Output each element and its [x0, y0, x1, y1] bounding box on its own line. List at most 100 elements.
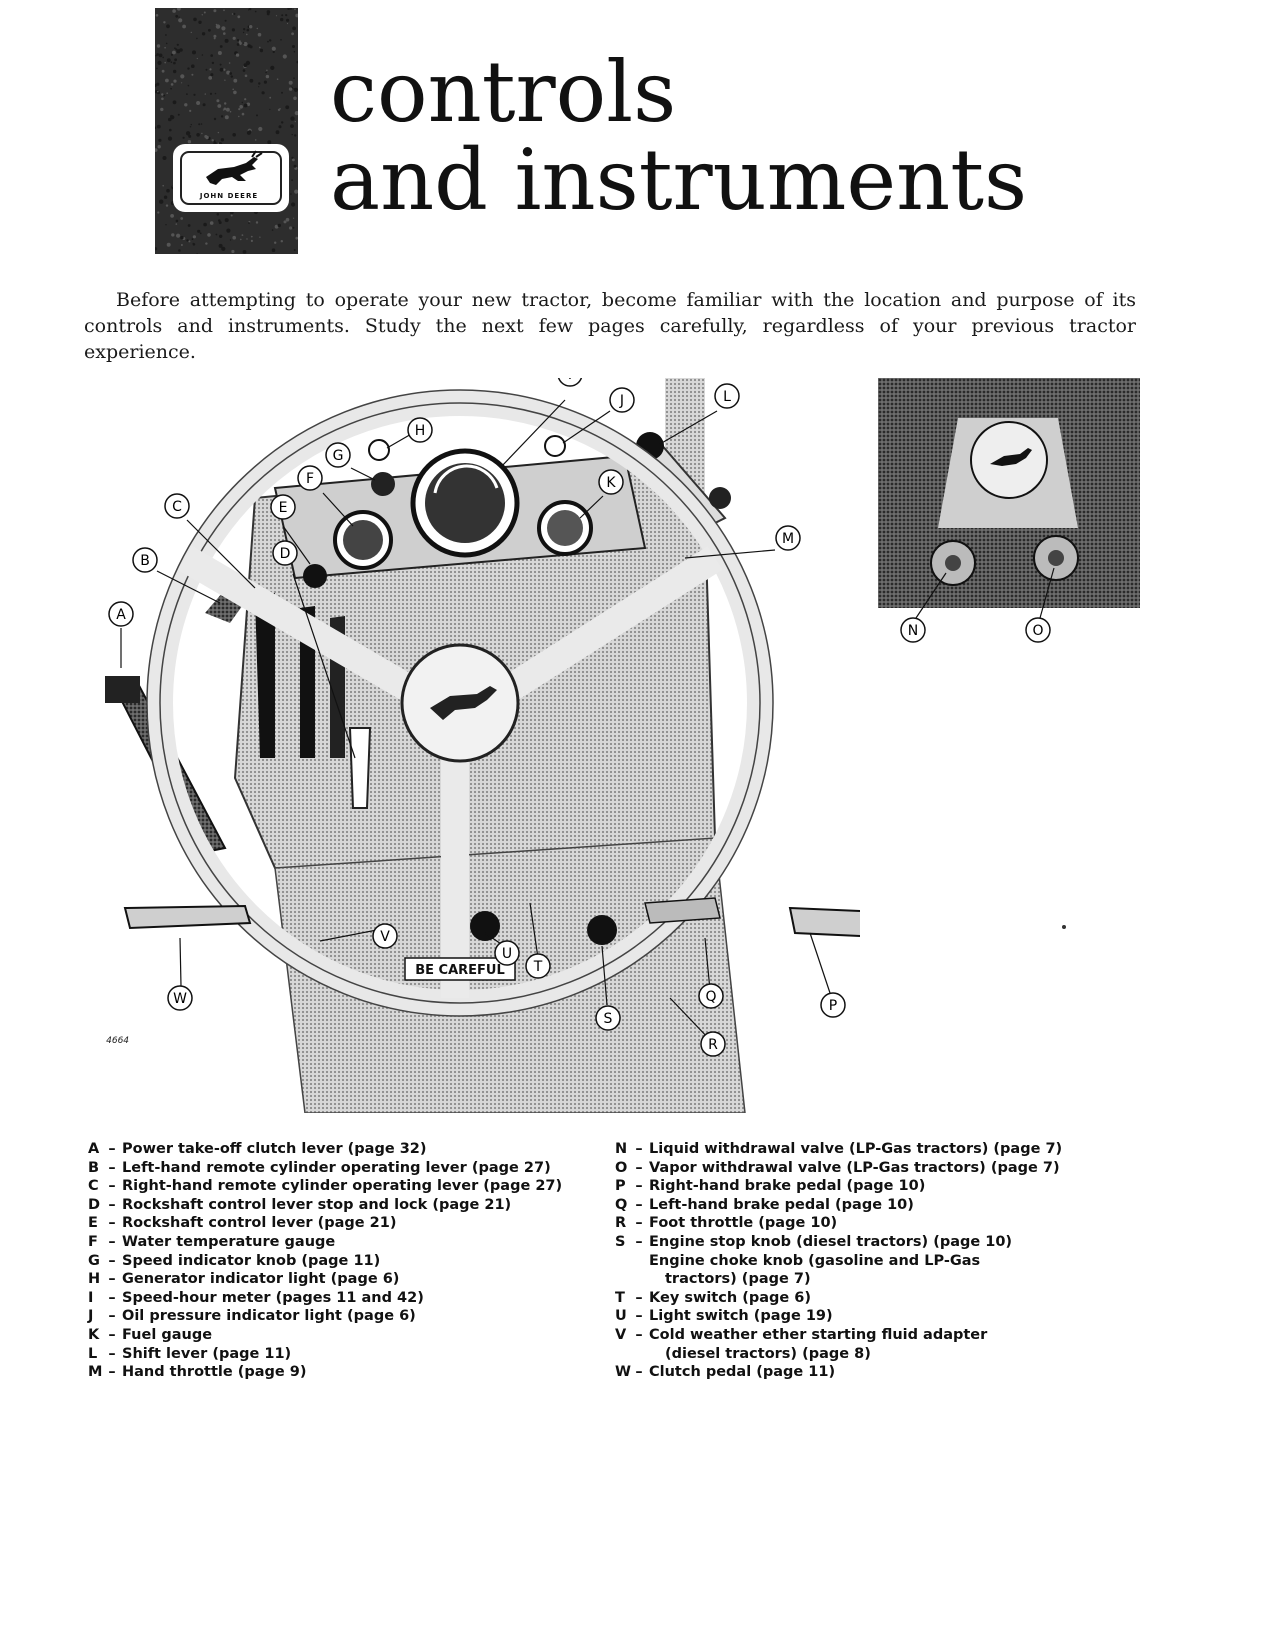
legend-item-c: C–Right-hand remote cylinder operating l… — [88, 1177, 608, 1196]
legend-item-t: T–Key switch (page 6) — [615, 1289, 1175, 1308]
svg-text:K: K — [606, 475, 616, 491]
legend-dash: – — [635, 1141, 643, 1157]
legend-item-v: V–Cold weather ether starting fluid adap… — [615, 1326, 1175, 1345]
legend-dash: – — [635, 1159, 643, 1176]
left-brake-pedal — [644, 897, 721, 924]
callout-h: H — [407, 417, 433, 443]
legend-key: L — [88, 1345, 98, 1362]
legend-item-d: D–Rockshaft control lever stop and lock … — [88, 1196, 608, 1215]
engine-stop-knob — [587, 915, 617, 945]
legend-continuation: tractors) (page 7) — [665, 1271, 811, 1288]
legend-left: A–Power take-off clutch lever (page 32)B… — [88, 1140, 608, 1382]
legend-text: Generator indicator light (page 6) — [122, 1271, 400, 1288]
callout-i: I — [557, 378, 583, 387]
legend-key: C — [88, 1178, 99, 1195]
legend-text: Shift lever (page 11) — [122, 1345, 292, 1362]
logo-texture — [155, 8, 298, 254]
svg-text:B: B — [140, 553, 150, 569]
legend-dash: – — [108, 1252, 116, 1269]
legend-key: W — [615, 1364, 631, 1381]
svg-text:Q: Q — [705, 989, 716, 1005]
callout-t: T — [525, 953, 551, 979]
legend-key: P — [615, 1178, 626, 1195]
scan-speck — [1062, 925, 1066, 929]
callout-f: F — [297, 465, 323, 491]
clutch-pedal — [123, 904, 252, 930]
callout-k: K — [598, 469, 624, 495]
title-line-1: controls — [330, 43, 677, 141]
legend-text: Left-hand brake pedal (page 10) — [649, 1196, 914, 1213]
be-careful-sign — [404, 957, 516, 981]
legend-key: J — [88, 1308, 94, 1325]
legend-dash: – — [108, 1326, 116, 1343]
legend-item-u: U–Light switch (page 19) — [615, 1307, 1175, 1326]
legend-right: N–Liquid withdrawal valve (LP-Gas tracto… — [615, 1140, 1175, 1382]
legend-text: Rockshaft control lever (page 21) — [122, 1215, 397, 1232]
legend-dash: – — [635, 1326, 643, 1343]
svg-text:P: P — [829, 998, 837, 1014]
legend-item-i: I–Speed-hour meter (pages 11 and 42) — [88, 1289, 608, 1308]
callout-a: A — [108, 601, 134, 627]
callout-w: W — [167, 985, 193, 1011]
legend-item-o: O–Vapor withdrawal valve (LP-Gas tractor… — [615, 1159, 1175, 1178]
legend-text: Cold weather ether starting fluid adapte… — [649, 1326, 988, 1343]
rockshaft-lever-knob — [303, 564, 327, 588]
legend-key: T — [615, 1289, 625, 1306]
legend-text: Key switch (page 6) — [649, 1289, 811, 1306]
legend-continuation: Engine choke knob (gasoline and LP-Gas — [649, 1252, 981, 1269]
svg-text:C: C — [172, 499, 182, 515]
svg-text:G: G — [333, 448, 344, 464]
legend-item-f: F–Water temperature gauge — [88, 1233, 608, 1252]
legend-text: Power take-off clutch lever (page 32) — [122, 1141, 427, 1157]
callout-v: V — [372, 923, 398, 949]
svg-text:H: H — [415, 423, 426, 439]
svg-text:M: M — [782, 531, 794, 547]
legend-item-w: W–Clutch pedal (page 11) — [615, 1363, 1175, 1382]
callout-m: M — [775, 525, 801, 551]
svg-text:V: V — [380, 929, 390, 945]
callout-p: P — [820, 992, 846, 1018]
svg-text:S: S — [604, 1011, 613, 1027]
speed-hour-meter-face — [425, 463, 505, 543]
legend-dash: – — [108, 1178, 116, 1195]
legend-dash: – — [635, 1215, 643, 1232]
legend-text: Rockshaft control lever stop and lock (p… — [122, 1196, 512, 1213]
callout-s: S — [595, 1005, 621, 1031]
svg-text:W: W — [173, 991, 187, 1007]
lp-gas-valves-inset: N O — [878, 378, 1140, 643]
legend-dash: – — [108, 1364, 116, 1381]
legend-text: Engine stop knob (diesel tractors) (page… — [649, 1233, 1013, 1250]
legend-key: O — [615, 1159, 628, 1176]
legend-item-n: N–Liquid withdrawal valve (LP-Gas tracto… — [615, 1140, 1175, 1159]
legend-continuation: (diesel tractors) (page 8) — [665, 1345, 871, 1362]
svg-text:I: I — [568, 378, 572, 383]
intro-paragraph: Before attempting to operate your new tr… — [84, 289, 1136, 363]
legend-item-b: B–Left-hand remote cylinder operating le… — [88, 1159, 608, 1178]
legend-item-p: P–Right-hand brake pedal (page 10) — [615, 1177, 1175, 1196]
svg-text:T: T — [533, 959, 543, 975]
legend-item-g: G–Speed indicator knob (page 11) — [88, 1252, 608, 1271]
legend-dash: – — [635, 1233, 643, 1250]
legend-dash: – — [108, 1308, 116, 1325]
oil-pressure-indicator-light — [544, 435, 566, 457]
legend-text: Fuel gauge — [122, 1326, 213, 1343]
legend-key: V — [615, 1326, 627, 1343]
callout-labels: A B C D E F G H I J K L M P Q R S T U V … — [108, 378, 846, 1057]
legend-dash: – — [108, 1271, 116, 1288]
legend-item-j: J–Oil pressure indicator light (page 6) — [88, 1307, 608, 1326]
legend-dash: – — [108, 1233, 116, 1250]
callout-g: G — [325, 442, 351, 468]
legend-item-a: A–Power take-off clutch lever (page 32) — [88, 1140, 608, 1159]
legend-dash: – — [108, 1345, 116, 1362]
page-title: controls and instruments — [330, 48, 1027, 224]
light-switch-knob — [470, 911, 500, 941]
legend-text: Left-hand remote cylinder operating leve… — [122, 1159, 551, 1176]
legend-key: G — [88, 1252, 100, 1269]
legend-dash: – — [635, 1178, 643, 1195]
legend-dash: – — [635, 1364, 643, 1381]
title-line-2: and instruments — [330, 131, 1028, 229]
legend-item-k: K–Fuel gauge — [88, 1326, 608, 1345]
rockshaft-stop — [348, 727, 372, 809]
legend-text: Foot throttle (page 10) — [649, 1215, 838, 1232]
svg-text:J: J — [619, 393, 624, 409]
